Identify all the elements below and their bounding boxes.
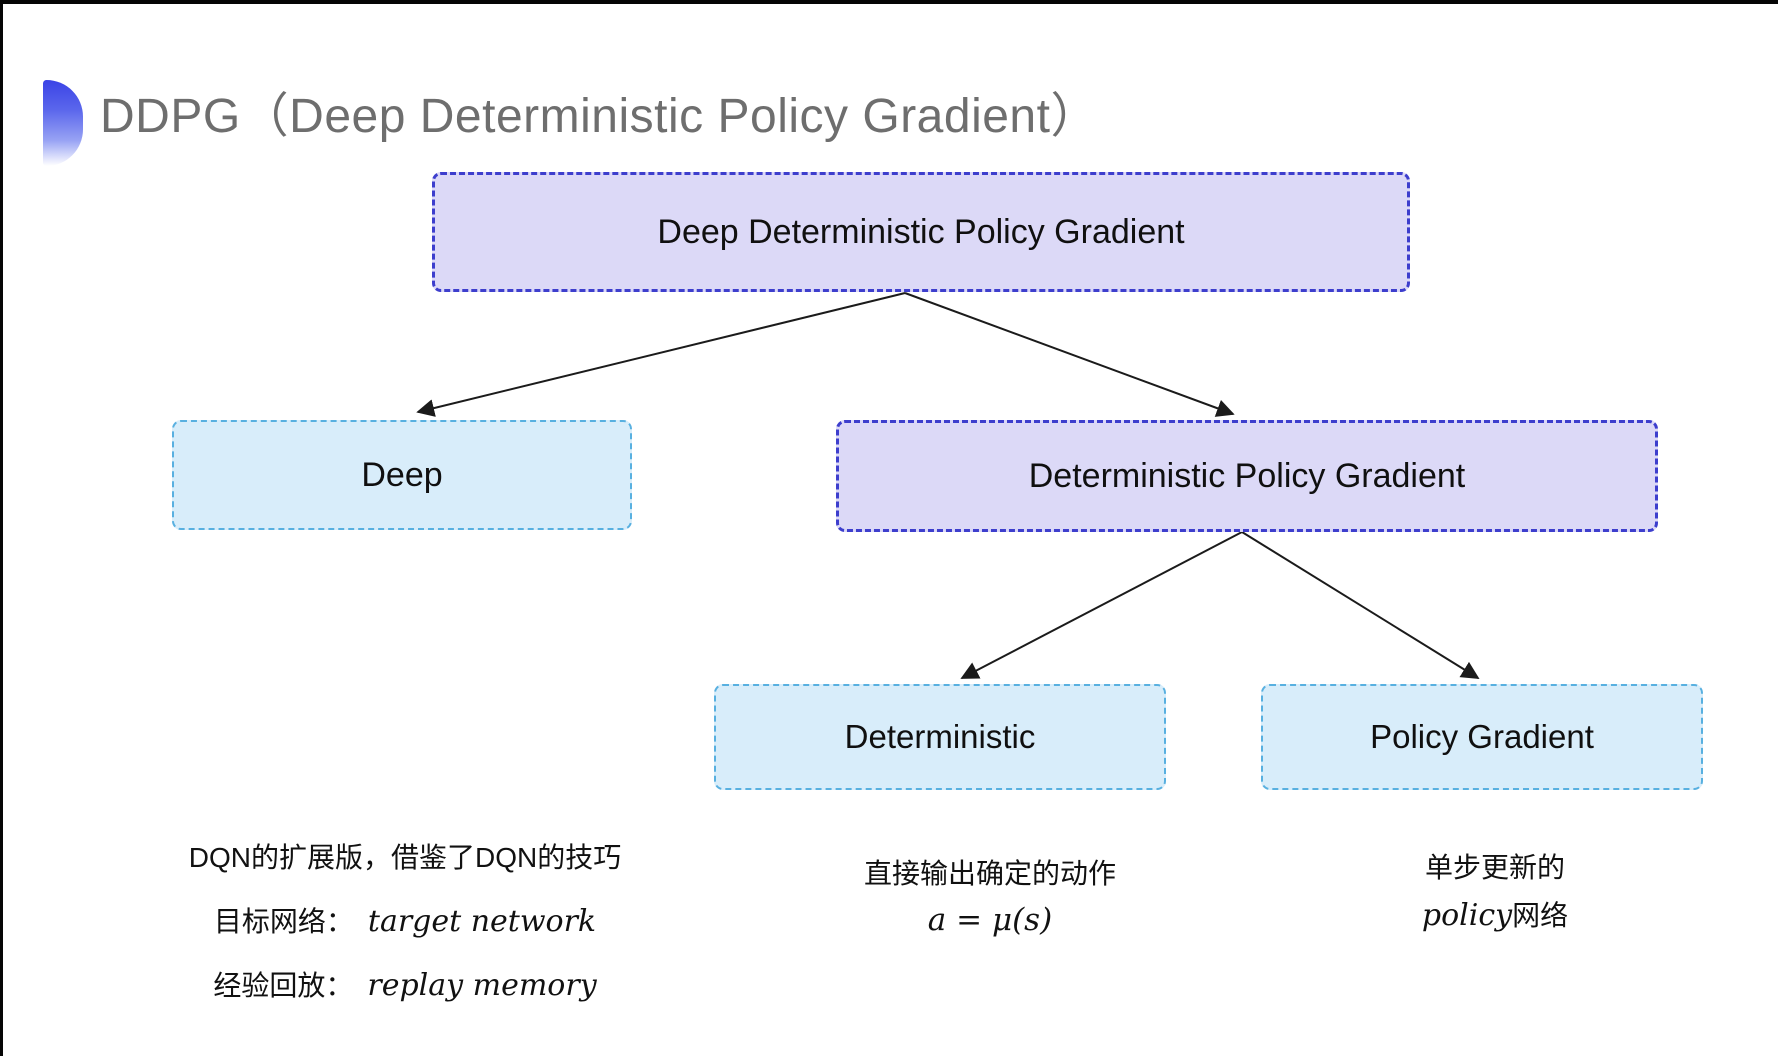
edge-dpg-to-policy-gradient: [1241, 531, 1480, 679]
node-label: Deep: [361, 455, 443, 494]
node-label: Policy Gradient: [1370, 718, 1594, 755]
annotation-text: DQN的扩展版，借鉴了DQN的技巧: [188, 842, 622, 873]
node-deterministic-policy-gradient: Deterministic Policy Gradient: [836, 420, 1658, 532]
annotation-line: policy 网络: [1422, 894, 1568, 934]
annotation-label: 经验回放：: [213, 970, 354, 1001]
annotation-line: DQN的扩展版，借鉴了DQN的技巧: [189, 836, 621, 876]
node-deterministic: Deterministic: [714, 684, 1166, 790]
node-deep: Deep: [172, 420, 632, 530]
annotation-line: 经验回放： replay memory: [213, 964, 596, 1004]
node-label: Deep Deterministic Policy Gradient: [657, 212, 1185, 251]
annotation-label: 目标网络：: [213, 906, 354, 937]
page-title: DDPG（Deep Deterministic Policy Gradient）: [100, 90, 1099, 143]
annotation-line: 直接输出确定的动作: [864, 852, 1116, 892]
title-bullet-half-circle-icon: [43, 80, 83, 166]
annotation-line: 目标网络： target network: [214, 900, 596, 940]
node-label: Deterministic Policy Gradient: [1028, 456, 1466, 495]
slide-left-border: [0, 0, 3, 1056]
node-label: Deterministic: [844, 718, 1036, 755]
annotation-line: 单步更新的: [1425, 846, 1565, 886]
annotation-term: target network: [367, 904, 597, 939]
formula-a-equals-mu-s: a = μ(s): [927, 902, 1053, 938]
annotation-term: replay memory: [367, 968, 597, 1003]
annotation-term: policy: [1421, 898, 1513, 933]
edge-root-to-deep: [416, 292, 906, 417]
annotation-deep: DQN的扩展版，借鉴了DQN的技巧 目标网络： target network 经…: [110, 836, 700, 1004]
annotation-text: 直接输出确定的动作: [863, 858, 1116, 889]
node-policy-gradient: Policy Gradient: [1261, 684, 1703, 790]
slide-top-border: [0, 0, 1778, 4]
edge-dpg-to-deterministic: [960, 531, 1243, 679]
edge-root-to-dpg: [904, 292, 1235, 417]
annotation-text: 网络: [1512, 900, 1569, 931]
annotation-deterministic: 直接输出确定的动作 a = μ(s): [770, 852, 1210, 938]
node-deep-deterministic-policy-gradient: Deep Deterministic Policy Gradient: [432, 172, 1410, 292]
annotation-line: a = μ(s): [928, 902, 1052, 938]
annotation-policy-gradient: 单步更新的 policy 网络: [1330, 846, 1660, 934]
annotation-text: 单步更新的: [1424, 852, 1565, 883]
